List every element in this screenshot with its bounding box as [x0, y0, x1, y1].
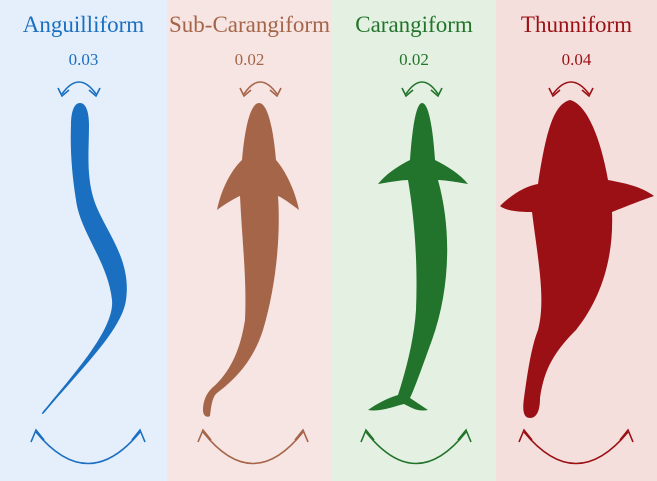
- head-amplitude-label: 0.02: [332, 50, 496, 70]
- tail-motion-arrow: [524, 432, 628, 464]
- panel-title: Thunniform: [496, 12, 657, 38]
- panel-sub-carangiform: Sub-Carangiform 0.02: [167, 0, 332, 481]
- thunniform-fish-silhouette: [500, 100, 654, 418]
- panel-title: Carangiform: [332, 12, 496, 38]
- anguilliform-fish-silhouette: [42, 103, 127, 414]
- panel-carangiform: Carangiform 0.02: [332, 0, 496, 481]
- sub-carangiform-figure: [167, 0, 332, 481]
- tail-arrowhead-left: [31, 430, 44, 442]
- head-amplitude-label: 0.02: [167, 50, 332, 70]
- tail-motion-arrow: [203, 432, 303, 464]
- panel-thunniform: Thunniform 0.04: [496, 0, 657, 481]
- head-amplitude-label: 0.03: [0, 50, 167, 70]
- head-amplitude-label: 0.04: [496, 50, 657, 70]
- tail-arrowhead-right: [620, 430, 633, 442]
- carangiform-figure: [332, 0, 496, 481]
- thunniform-figure: [496, 0, 657, 481]
- tail-motion-arrow: [36, 432, 140, 464]
- anguilliform-figure: [0, 0, 167, 481]
- panel-anguilliform: Anguilliform 0.03: [0, 0, 167, 481]
- tail-motion-arrow: [366, 432, 466, 464]
- sub-carangiform-fish-silhouette: [203, 103, 299, 417]
- tail-arrowhead-right: [132, 430, 145, 442]
- carangiform-fish-silhouette: [368, 103, 468, 411]
- tail-arrowhead-left: [519, 430, 532, 442]
- panel-title: Sub-Carangiform: [167, 12, 332, 38]
- panel-title: Anguilliform: [0, 12, 167, 38]
